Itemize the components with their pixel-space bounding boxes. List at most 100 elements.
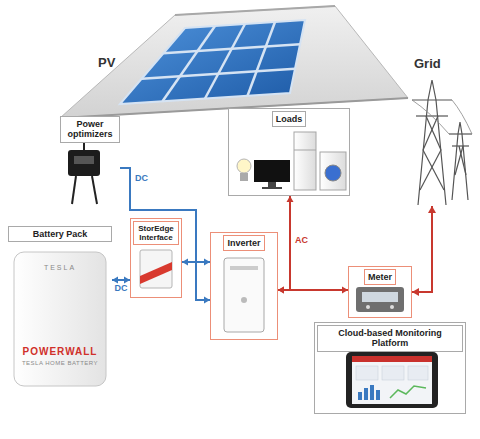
meter-device-part [362,292,398,302]
solar-panel-part [142,69,295,79]
grid-pylon-part [418,80,446,205]
optimizer-device-part [83,142,85,150]
platform-panel: Cloud-based Monitoring Platform [314,322,466,414]
product-name: POWERWALL [23,346,98,357]
panel-background-part [314,322,466,414]
solar-panel-part [248,22,276,96]
connector [182,259,210,266]
load-appliances-part [325,165,341,181]
inverter-device-part [241,297,247,303]
edge-label: DC [114,284,129,293]
node-title: Power optimizers [60,116,120,143]
load-appliances-part [294,150,316,151]
arrowhead [278,287,284,294]
tablet-screen [346,352,438,408]
meter-device-part [356,287,404,312]
meter-device-part [366,305,370,309]
optimizer-device-part [72,176,76,204]
inverter-device-part [224,258,264,332]
tablet-screen-part [370,385,374,400]
load-appliances-part [294,132,316,190]
component-box: Power optimizers [60,116,120,208]
panel-background-part [210,232,278,340]
component-box: Meter [348,266,412,318]
arrowhead [112,277,118,284]
storedge-device-part [140,250,172,288]
node-title: Battery Pack [8,226,112,242]
optimizer-device-part [68,150,100,176]
node-title: Cloud-based Monitoring Platform [317,325,463,352]
tablet-screen-part [376,390,380,400]
optimizer-device-part [92,176,97,204]
grid-pylon-part [426,116,441,150]
powerwall-part [14,252,106,386]
grid-pylon-part [412,99,452,100]
tablet-screen-part [390,386,426,398]
grid-pylon-part [452,145,469,146]
house-roof-part [60,6,408,118]
tablet-screen-part [358,392,362,400]
grid-pylon-part [459,146,466,175]
grid-wire-part [428,206,436,213]
grid-pylon-part [449,133,472,134]
meter-device [356,287,404,312]
component-box: Inverter [210,232,278,340]
inverter-device-part [230,266,258,270]
tablet-screen-part [352,356,432,404]
connector [120,168,210,304]
solar-panel-part [163,44,300,53]
connector [278,287,348,294]
panel-background-part [348,266,412,318]
grid-wire-part [412,206,432,292]
grid-pylon [412,80,472,205]
load-appliances-part [268,182,276,187]
load-appliances-part [240,173,248,181]
tablet-screen-part [352,356,432,362]
storedge-device [140,250,172,288]
load-appliances-part [254,160,290,182]
powerwall [14,252,106,386]
brand-text: TESLA [44,264,76,271]
edge-label: AC [294,236,309,245]
tablet-screen-part [364,388,368,400]
grid-wire-part [412,288,419,296]
grid-pylon-part [423,116,438,150]
connector-line [120,168,210,300]
node-title: Inverter [223,235,264,251]
solar-panel-part [205,24,245,99]
panel-background-part [228,108,350,196]
node-title: StorEdge Interface [133,221,179,245]
solar-panel [120,20,305,104]
house-roof-part [175,6,335,15]
inverter-device [224,258,264,332]
connector [112,277,130,284]
grid-pylon-part [420,150,441,190]
tablet-screen-part [346,352,438,408]
meter-device-part [390,305,394,309]
arrowhead [287,196,294,202]
grid-wire [412,206,436,296]
panel-background-part [130,218,182,298]
solar-panel-part [163,26,216,101]
product-subtitle: TESLA HOME BATTERY [22,360,98,366]
tablet-screen-part [356,366,378,380]
edge-label: DC [134,174,149,183]
connector [278,196,294,294]
load-appliances-part [320,152,346,190]
optimizer-device-part [74,156,94,164]
section-label: Grid [414,56,441,71]
load-appliances [237,132,346,190]
grid-pylon-part [423,150,444,190]
load-appliances-part [237,159,251,173]
connector-line [278,196,290,290]
node-title: Meter [364,269,396,285]
load-appliances-part [262,187,282,189]
loads-panel: Loads [228,108,350,196]
section-label: PV [98,55,115,70]
optimizer-device [68,142,100,204]
solar-panel-part [120,20,305,104]
component-box: StorEdge Interface [130,218,182,298]
